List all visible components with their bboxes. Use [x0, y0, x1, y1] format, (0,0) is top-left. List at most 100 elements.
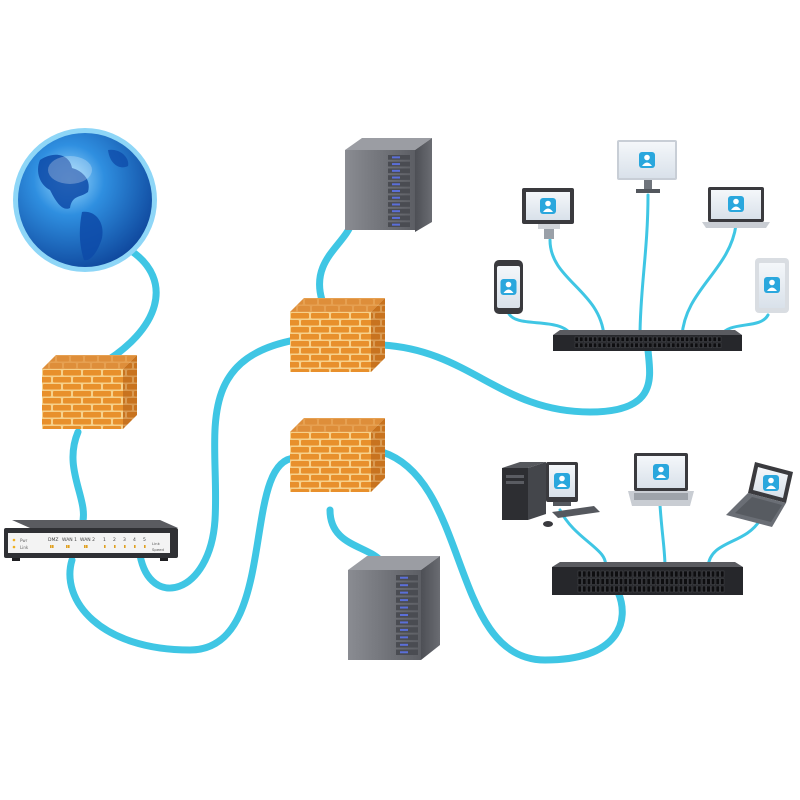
switch-port: [665, 578, 670, 585]
switch-port: [697, 585, 702, 593]
server-led: [400, 628, 408, 631]
switch-port: [614, 570, 619, 578]
cable-router-firewall-low: [66, 454, 299, 654]
router-port-label: 1: [103, 537, 106, 543]
switch-port: [646, 578, 651, 585]
router-port-label: DMZ: [48, 537, 58, 543]
switch-port: [651, 570, 656, 578]
router-led: [144, 545, 146, 548]
switch-port: [656, 578, 660, 585]
router-led: [66, 545, 68, 548]
switch-port: [584, 342, 588, 348]
cable-display: [638, 193, 650, 338]
server-led: [392, 156, 400, 159]
client-cable-layer: [506, 193, 770, 569]
switch-port: [593, 342, 598, 348]
switch-port: [692, 585, 697, 593]
switch-port: [680, 342, 685, 348]
switch-port: [662, 336, 667, 342]
switch-port: [692, 570, 697, 578]
switch-port: [648, 336, 653, 342]
switch-port: [657, 342, 662, 348]
tablet-icon: [755, 258, 789, 313]
firewall-internet: [42, 355, 137, 429]
switch-port: [697, 578, 702, 585]
switch-port: [653, 336, 657, 342]
switch-port: [611, 336, 616, 342]
switch-port: [584, 336, 588, 342]
router-led: [52, 545, 54, 548]
switch-port: [662, 342, 667, 348]
firewall-upper: [290, 298, 385, 372]
switch-port: [671, 336, 676, 342]
switch-port: [720, 585, 725, 593]
switch-port: [582, 570, 587, 578]
switch-port: [665, 585, 670, 593]
switch-port: [679, 578, 683, 585]
smartphone-icon: [494, 260, 523, 314]
router-led: [12, 538, 16, 542]
switch-port: [685, 342, 690, 348]
switch-port: [587, 585, 591, 593]
switch-port: [712, 336, 717, 342]
cable-layer: [66, 218, 654, 664]
router-port-label: WAN 1: [62, 537, 77, 543]
router-port-label: 5: [143, 537, 146, 543]
switch-port: [669, 570, 674, 578]
switch-port: [633, 578, 637, 585]
switch-port: [597, 342, 602, 348]
network-switch-icon: [553, 330, 742, 351]
router-status-label: Pwr: [20, 538, 28, 543]
switch-port: [657, 336, 662, 342]
switch-port: [577, 578, 582, 585]
switch-port: [639, 342, 644, 348]
switch-port: [628, 570, 633, 578]
switch-port: [699, 336, 703, 342]
switch-port: [689, 342, 694, 348]
switch-port: [623, 585, 628, 593]
server-led: [400, 636, 408, 639]
switch-port: [600, 578, 605, 585]
router-led: [50, 545, 52, 548]
server-tower-icon: [348, 556, 440, 660]
monitor-icon: [522, 188, 574, 239]
switch-port: [600, 570, 605, 578]
switch-port: [607, 336, 611, 342]
switch-port: [610, 585, 614, 593]
router-port-label: 3: [123, 537, 126, 543]
switch-port: [720, 578, 725, 585]
switch-port: [582, 585, 587, 593]
switch-port: [633, 570, 637, 578]
switch-port: [651, 585, 656, 593]
server-led: [400, 621, 408, 624]
switch-port: [656, 585, 660, 593]
switch-port: [607, 342, 611, 348]
server-led: [392, 203, 400, 206]
switch-port: [674, 570, 679, 578]
switch-port: [600, 585, 605, 593]
switch-port: [593, 336, 598, 342]
cable-firewall-switch-top: [378, 341, 654, 416]
switch-port: [577, 585, 582, 593]
switch-port: [605, 570, 610, 578]
switch-port: [711, 585, 716, 593]
switch-port: [630, 342, 634, 348]
switch-port: [720, 570, 725, 578]
switch-port: [588, 336, 593, 342]
cable-desktop: [558, 508, 607, 569]
router-led: [104, 545, 106, 548]
switch-port: [605, 585, 610, 593]
switch-port: [683, 578, 688, 585]
server-tower-icon: [345, 138, 432, 232]
router-right-label: Speed: [152, 547, 164, 552]
switch-port: [591, 578, 596, 585]
switch-port: [616, 336, 621, 342]
switch-port: [666, 336, 671, 342]
switch-port: [642, 585, 647, 593]
switch-port: [642, 578, 647, 585]
switch-port: [574, 336, 579, 342]
switch-port: [699, 342, 703, 348]
switch-port: [587, 578, 591, 585]
server-led: [392, 210, 400, 213]
